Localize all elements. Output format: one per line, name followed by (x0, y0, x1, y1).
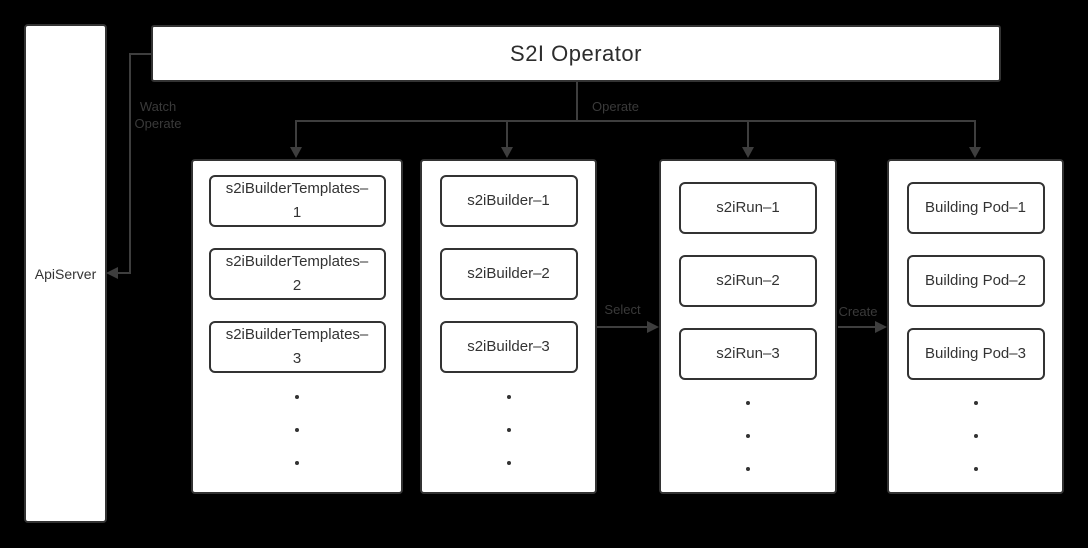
node-label: Building Pod–1 (925, 199, 1026, 216)
node-label: Building Pod–2 (925, 272, 1026, 289)
node-label: s2iRun–2 (716, 272, 780, 289)
watch-edge-segment (117, 272, 131, 274)
node-building-pod-1: Building Pod–1 (906, 182, 1045, 234)
ellipsis-dots (422, 395, 595, 465)
operate-edge-segment (295, 120, 976, 122)
operate-edge-segment (576, 82, 578, 121)
group-items: s2iRun–1 s2iRun–2 s2iRun–3 (661, 161, 835, 380)
node-s2irun-1: s2iRun–1 (679, 182, 817, 234)
ellipsis-dot (506, 428, 511, 432)
s2i-operator-title: S2I Operator (510, 40, 642, 66)
operate-edge-segment (295, 120, 297, 148)
create-edge-segment (838, 326, 876, 328)
ellipsis-dots (661, 401, 835, 471)
group-s2i-builder-templates: s2iBuilderTemplates– 1 s2iBuilderTemplat… (191, 159, 403, 494)
ellipsis-dots (193, 395, 401, 465)
ellipsis-dot (295, 428, 299, 432)
node-label: s2iBuilderTemplates– 3 (225, 326, 369, 367)
arrowhead-left-icon (106, 267, 118, 279)
operate-edge-segment (974, 120, 976, 148)
node-s2irun-3: s2iRun–3 (679, 328, 817, 380)
node-label: s2iBuilder–1 (467, 192, 550, 209)
group-items: s2iBuilder–1 s2iBuilder–2 s2iBuilder–3 (422, 161, 595, 373)
ellipsis-dot (295, 395, 299, 399)
node-label: s2iBuilderTemplates– 1 (225, 180, 369, 221)
watch-edge-segment (129, 53, 151, 55)
node-label: Building Pod–3 (925, 345, 1026, 362)
ellipsis-dot (506, 395, 511, 399)
node-s2i-operator: S2I Operator (151, 25, 1001, 82)
arrowhead-down-icon (501, 147, 513, 158)
arrowhead-down-icon (290, 147, 302, 158)
node-s2irun-2: s2iRun–2 (679, 255, 817, 307)
create-edge-label: Create (838, 304, 878, 319)
apiserver-label: ApiServer (34, 265, 97, 282)
node-s2ibuilder-2: s2iBuilder–2 (439, 248, 578, 300)
arrowhead-down-icon (969, 147, 981, 158)
node-label: s2iRun–1 (716, 199, 780, 216)
operate-edge-segment (506, 120, 508, 148)
ellipsis-dot (746, 401, 750, 405)
node-s2ibuildertemplates-3: s2iBuilderTemplates– 3 (208, 321, 386, 373)
arrowhead-right-icon (647, 321, 659, 333)
ellipsis-dots (889, 401, 1062, 471)
select-edge-segment (597, 326, 648, 328)
node-s2ibuilder-3: s2iBuilder–3 (439, 321, 578, 373)
group-building-pods: Building Pod–1 Building Pod–2 Building P… (887, 159, 1064, 494)
node-s2ibuildertemplates-2: s2iBuilderTemplates– 2 (208, 248, 386, 300)
watch-operate-edge-label: Watch Operate (134, 99, 182, 131)
group-items: s2iBuilderTemplates– 1 s2iBuilderTemplat… (193, 161, 401, 373)
ellipsis-dot (973, 467, 978, 471)
ellipsis-dot (295, 461, 299, 465)
node-label: s2iBuilder–3 (467, 338, 550, 355)
operate-edge-label: Operate (592, 99, 639, 114)
ellipsis-dot (746, 467, 750, 471)
ellipsis-dot (746, 434, 750, 438)
node-building-pod-3: Building Pod–3 (906, 328, 1045, 380)
ellipsis-dot (506, 461, 511, 465)
operate-edge-segment (747, 120, 749, 148)
ellipsis-dot (973, 434, 978, 438)
node-label: s2iRun–3 (716, 345, 780, 362)
node-apiserver: ApiServer (24, 24, 107, 523)
node-label: s2iBuilder–2 (467, 265, 550, 282)
group-items: Building Pod–1 Building Pod–2 Building P… (889, 161, 1062, 380)
watch-edge-segment (129, 53, 131, 274)
arrowhead-right-icon (875, 321, 887, 333)
select-edge-label: Select (604, 302, 641, 317)
group-s2i-builders: s2iBuilder–1 s2iBuilder–2 s2iBuilder–3 (420, 159, 597, 494)
arrowhead-down-icon (742, 147, 754, 158)
group-s2i-runs: s2iRun–1 s2iRun–2 s2iRun–3 (659, 159, 837, 494)
node-s2ibuilder-1: s2iBuilder–1 (439, 175, 578, 227)
node-label: s2iBuilderTemplates– 2 (225, 253, 369, 294)
node-building-pod-2: Building Pod–2 (906, 255, 1045, 307)
ellipsis-dot (973, 401, 978, 405)
node-s2ibuildertemplates-1: s2iBuilderTemplates– 1 (208, 175, 386, 227)
